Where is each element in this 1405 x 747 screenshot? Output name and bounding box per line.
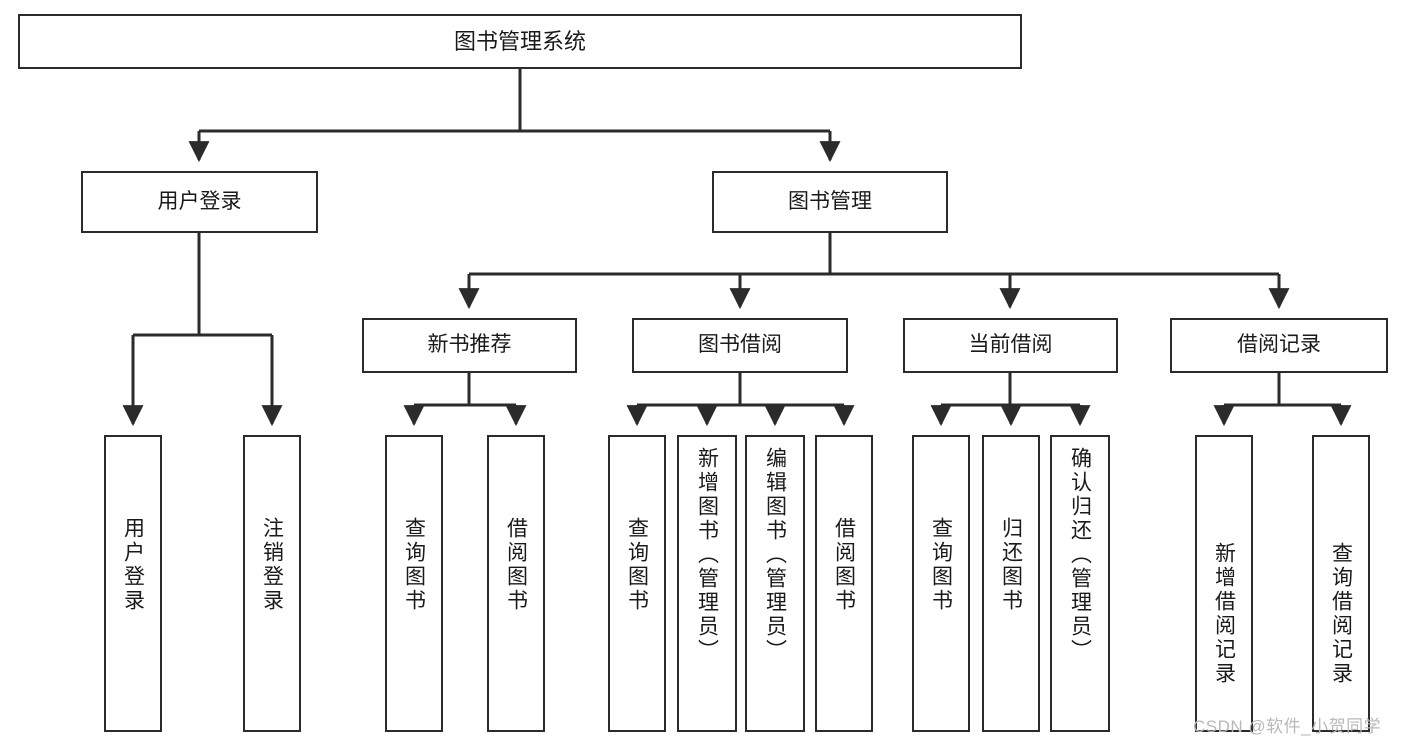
- node-book-manage-label: 图书管理: [788, 189, 872, 213]
- node-leaf-query-book-1[interactable]: 查询图书: [385, 435, 443, 732]
- node-leaf-add-record-label: 新增借阅记录: [1212, 542, 1236, 686]
- node-leaf-query-record-label: 查询借阅记录: [1329, 542, 1353, 686]
- node-leaf-edit-book[interactable]: 编辑图书（管理员）: [745, 435, 805, 732]
- node-leaf-borrow-book-1-label: 借阅图书: [504, 517, 528, 613]
- node-leaf-user-logout[interactable]: 注销登录: [243, 435, 301, 732]
- node-leaf-confirm-return[interactable]: 确认归还（管理员）: [1050, 435, 1110, 732]
- node-new-book-rec-label: 新书推荐: [427, 333, 512, 357]
- node-current-borrow[interactable]: 当前借阅: [903, 318, 1118, 373]
- node-book-borrow[interactable]: 图书借阅: [632, 318, 848, 373]
- node-leaf-borrow-book-2-label: 借阅图书: [832, 517, 856, 613]
- node-leaf-user-logout-label: 注销登录: [260, 517, 284, 613]
- node-leaf-borrow-book-2[interactable]: 借阅图书: [815, 435, 873, 732]
- node-leaf-edit-book-label: 编辑图书（管理员）: [763, 447, 787, 663]
- node-user-login[interactable]: 用户登录: [81, 171, 318, 233]
- node-current-borrow-label: 当前借阅: [968, 333, 1053, 357]
- node-leaf-query-book-3-label: 查询图书: [929, 517, 953, 613]
- node-user-login-label: 用户登录: [157, 189, 242, 213]
- node-leaf-user-login[interactable]: 用户登录: [104, 435, 162, 732]
- node-borrow-record-label: 借阅记录: [1237, 333, 1321, 357]
- node-leaf-user-login-label: 用户登录: [121, 517, 145, 613]
- node-leaf-borrow-book-1[interactable]: 借阅图书: [487, 435, 545, 732]
- node-leaf-query-book-2-label: 查询图书: [625, 517, 649, 613]
- node-leaf-add-book-label: 新增图书（管理员）: [695, 447, 719, 663]
- node-leaf-add-record[interactable]: 新增借阅记录: [1195, 435, 1253, 732]
- node-root-label: 图书管理系统: [453, 28, 586, 54]
- node-leaf-query-book-2[interactable]: 查询图书: [608, 435, 666, 732]
- node-leaf-return-book-label: 归还图书: [999, 517, 1023, 613]
- node-leaf-query-book-1-label: 查询图书: [402, 517, 426, 613]
- node-leaf-return-book[interactable]: 归还图书: [982, 435, 1040, 732]
- node-leaf-query-record[interactable]: 查询借阅记录: [1312, 435, 1370, 732]
- node-new-book-rec[interactable]: 新书推荐: [362, 318, 577, 373]
- node-book-borrow-label: 图书借阅: [698, 333, 782, 357]
- node-leaf-confirm-return-label: 确认归还（管理员）: [1068, 447, 1092, 663]
- node-leaf-add-book[interactable]: 新增图书（管理员）: [677, 435, 737, 732]
- node-leaf-query-book-3[interactable]: 查询图书: [912, 435, 970, 732]
- node-borrow-record[interactable]: 借阅记录: [1170, 318, 1388, 373]
- node-root[interactable]: 图书管理系统: [18, 14, 1022, 69]
- node-book-manage[interactable]: 图书管理: [712, 171, 948, 233]
- csdn-watermark: CSDN @软件_小贺同学: [1193, 717, 1382, 736]
